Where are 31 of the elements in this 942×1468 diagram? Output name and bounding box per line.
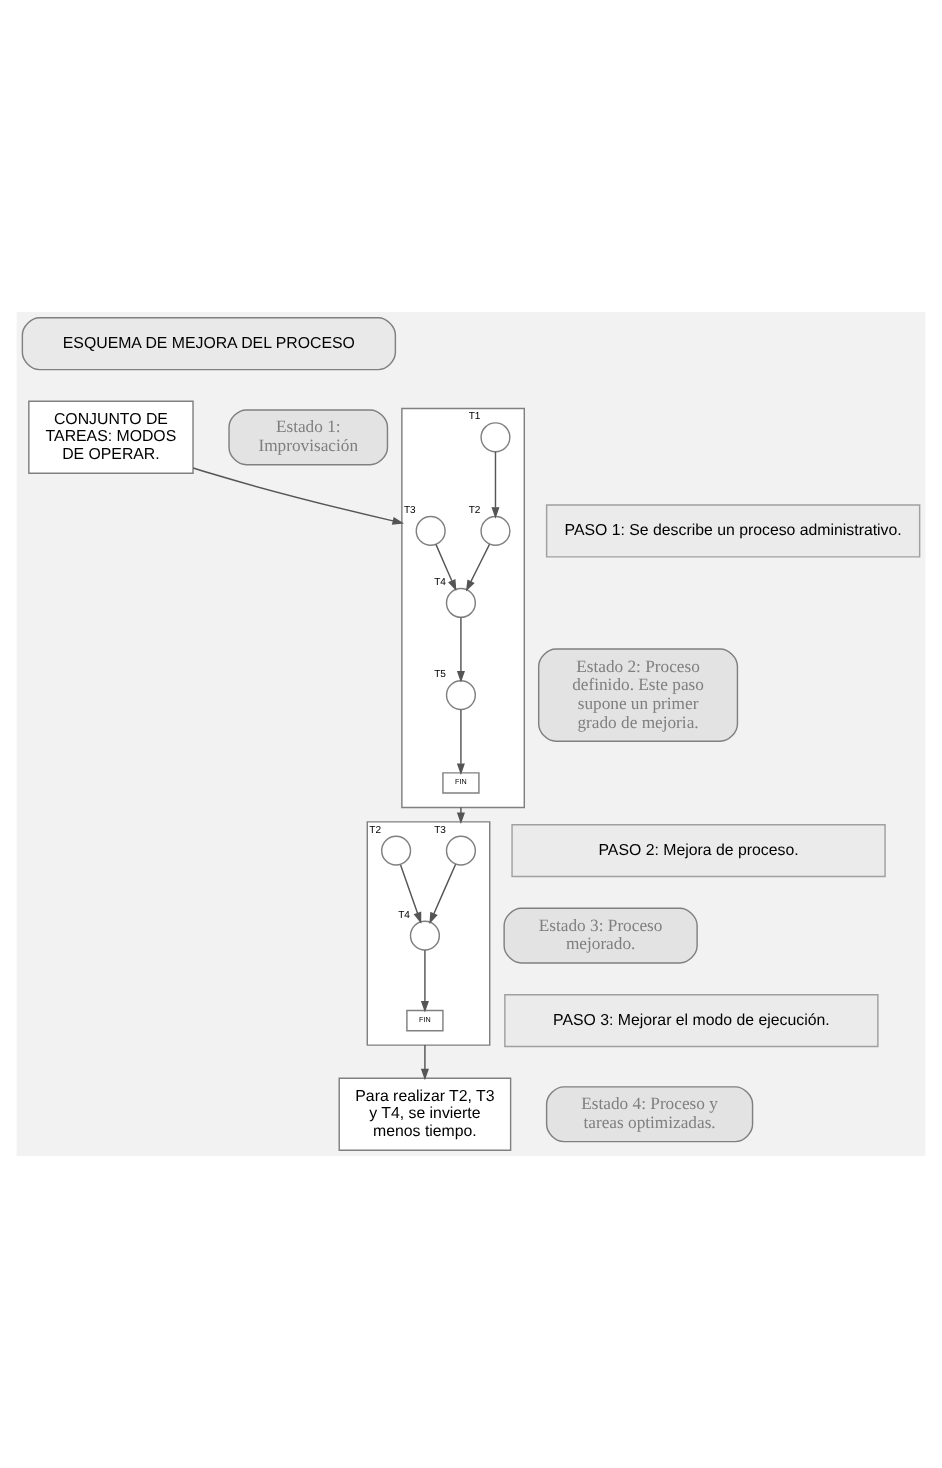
arrow (456, 806, 465, 825)
node-circle (380, 835, 412, 866)
node-circle (415, 515, 446, 547)
node-box: Para realizar T2, T3 y T4, se invierte menos tiempo. (338, 1077, 512, 1151)
node-box: Estado 4: Proceso y tareas optimizadas. (545, 1086, 754, 1143)
cluster (366, 821, 491, 1046)
arrow (491, 451, 500, 519)
node-box: Estado 1: Improvisación (228, 409, 389, 466)
arrow (435, 543, 457, 592)
node-circle (445, 835, 477, 866)
node-box: ESQUEMA DE MEJORA DEL PROCESO (21, 317, 397, 371)
node-box: PASO 3: Mejorar el modo de ejecución. (504, 993, 879, 1048)
node-box: PASO 1: Se describe un proceso administrativo. (545, 504, 921, 558)
node-box: CONJUNTO DE TAREAS: MODOS DE OPERAR. (28, 400, 194, 475)
node-box: Estado 2: Proceso definido. Este paso supone un primer grado de mejoria. (537, 648, 739, 742)
node-box: Estado 3: Proceso mejorado. (503, 907, 698, 964)
arrow (192, 467, 404, 525)
cluster (401, 407, 525, 809)
arrow (399, 864, 422, 924)
node-circle (480, 422, 511, 453)
node-circle (445, 680, 477, 711)
node-circle (480, 515, 511, 547)
arrow (420, 949, 429, 1013)
node-box: PASO 2: Mejora de proceso. (511, 824, 886, 878)
arrow (456, 616, 465, 683)
arrow (420, 1044, 429, 1081)
arrow (429, 863, 457, 925)
arrow (456, 709, 465, 775)
arrow (465, 543, 491, 592)
node-circle (409, 920, 441, 951)
node-circle (445, 587, 477, 619)
